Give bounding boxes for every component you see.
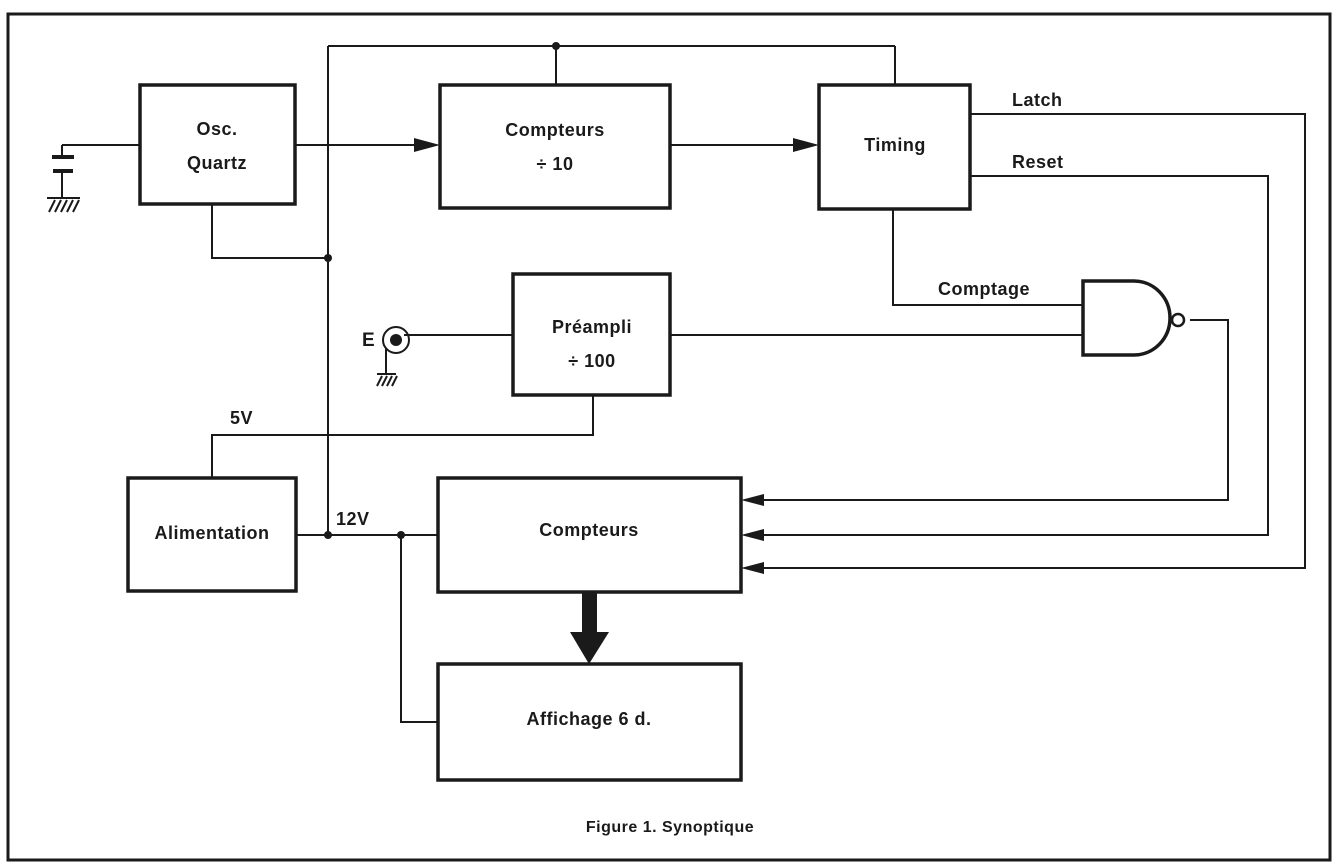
compteurs-block	[436, 476, 743, 594]
junctions	[324, 42, 560, 539]
compteurs-div10-block	[438, 83, 672, 210]
input-e-label: E	[362, 330, 375, 351]
affichage-block	[436, 662, 743, 782]
junction-dot	[324, 531, 332, 539]
comptage-label: Comptage	[938, 279, 1030, 299]
arrow-head	[741, 494, 764, 506]
junction-dot	[324, 254, 332, 262]
junction-dot	[552, 42, 560, 50]
timing-block	[817, 83, 972, 211]
osc-quartz-block	[138, 83, 297, 206]
preampli-label: Préampli	[552, 317, 632, 337]
arrow-head	[414, 138, 440, 152]
latch-label: Latch	[1012, 90, 1063, 110]
osc-quartz-label: Osc.	[196, 119, 237, 139]
ground-icon	[47, 197, 80, 213]
battery-icon	[52, 155, 74, 173]
ground-icon	[376, 373, 398, 387]
preampli-label: ÷ 100	[568, 351, 615, 371]
arrowheads	[414, 138, 819, 574]
arrow-head	[741, 529, 764, 541]
input-connector-icon	[382, 326, 410, 354]
figure-frame	[6, 12, 1332, 862]
junction-dot	[397, 531, 405, 539]
voltage-12v-label: 12V	[336, 509, 370, 529]
wires	[61, 45, 1306, 723]
figure-caption: Figure 1. Synoptique	[586, 819, 754, 836]
timing-label: Timing	[864, 135, 926, 155]
alimentation-label: Alimentation	[154, 523, 269, 543]
compteurs-label: Compteurs	[539, 520, 639, 540]
arrow-head	[741, 562, 764, 574]
nand-gate-icon	[1081, 279, 1186, 357]
osc-quartz-label: Quartz	[187, 153, 247, 173]
voltage-5v-label: 5V	[230, 408, 253, 428]
arrow-head	[793, 138, 819, 152]
bus-arrow	[570, 592, 609, 664]
preampli-block	[511, 272, 672, 397]
compteurs-div10-label: ÷ 10	[537, 154, 574, 174]
reset-label: Reset	[1012, 152, 1064, 172]
compteurs-div10-label: Compteurs	[505, 120, 605, 140]
alimentation-block	[126, 476, 298, 593]
affichage-label: Affichage 6 d.	[526, 709, 651, 729]
